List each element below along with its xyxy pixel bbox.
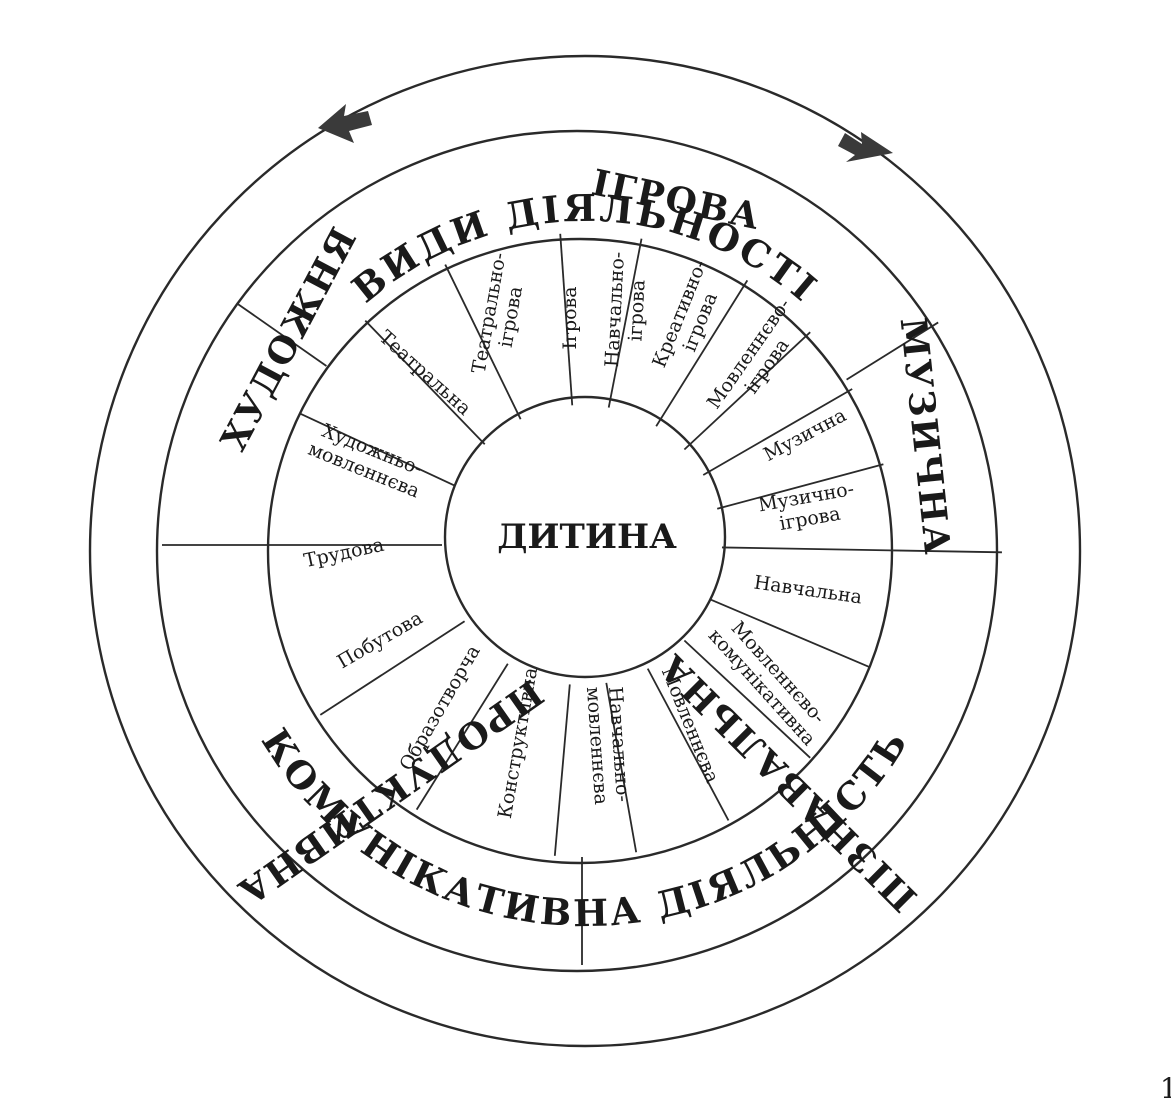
activity-label: Художньо-мовленнєва xyxy=(305,417,431,502)
right-arrow-icon xyxy=(838,132,893,162)
activity-label: Театрально-ігрова xyxy=(468,251,533,379)
activity-label-line: ігрова xyxy=(624,279,649,342)
activity-label: Трудова xyxy=(302,534,386,572)
activity-divider xyxy=(646,668,730,821)
category-label-muzychna: МУЗИЧНА xyxy=(892,316,959,558)
activity-label: Ігрова xyxy=(559,286,581,349)
activity-divider xyxy=(721,546,894,552)
activity-label-line: Театральна xyxy=(375,326,476,420)
activity-label: Музично-ігрова xyxy=(757,478,860,538)
activity-divider xyxy=(553,684,571,856)
category-divider xyxy=(893,549,1002,554)
center-label: ДИТИНА xyxy=(497,517,677,557)
activity-label: Креативно-ігрова xyxy=(648,257,731,379)
activity-divider xyxy=(683,639,811,759)
activity-divider xyxy=(605,682,638,853)
activity-divider xyxy=(710,598,870,668)
activity-dividers xyxy=(270,233,894,856)
activity-label: Навчально-ігрова xyxy=(601,251,651,369)
activity-label-line: Навчальна xyxy=(753,572,864,609)
page-number: 1 xyxy=(1160,1072,1171,1105)
activity-divider xyxy=(415,663,509,811)
activity-label: Театральна xyxy=(375,326,476,420)
activity-label: Побутова xyxy=(334,607,427,673)
activity-label-line: Трудова xyxy=(302,534,386,572)
activity-divider xyxy=(298,412,456,487)
left-arrow-icon xyxy=(318,104,372,143)
category-divider xyxy=(237,303,327,367)
activity-label: Навчально-мовленнєва xyxy=(582,684,634,805)
activity-divider xyxy=(607,238,643,408)
outer-ring xyxy=(88,54,1082,1048)
activity-label-line: Ігрова xyxy=(559,286,581,349)
activity-divider xyxy=(559,233,574,406)
activity-label: Мовленнєво-ігрова xyxy=(703,294,813,425)
category-dividers xyxy=(162,303,1002,965)
activity-divider xyxy=(444,264,522,420)
activity-label-line: Побутова xyxy=(334,607,427,673)
activity-divider xyxy=(702,388,853,476)
activity-divider xyxy=(655,279,749,427)
category-label-khudozhnia: ХУДОЖНЯ xyxy=(213,219,366,457)
activity-divider xyxy=(319,620,466,716)
activity-divider xyxy=(683,331,811,451)
activity-divider xyxy=(364,319,486,445)
center-circle xyxy=(443,395,727,679)
category-divider xyxy=(846,321,939,381)
activity-label-line: Навчально- xyxy=(601,251,629,367)
activity-label: Навчальна xyxy=(753,572,864,609)
category-ring xyxy=(155,129,999,973)
activity-divider xyxy=(716,463,884,510)
